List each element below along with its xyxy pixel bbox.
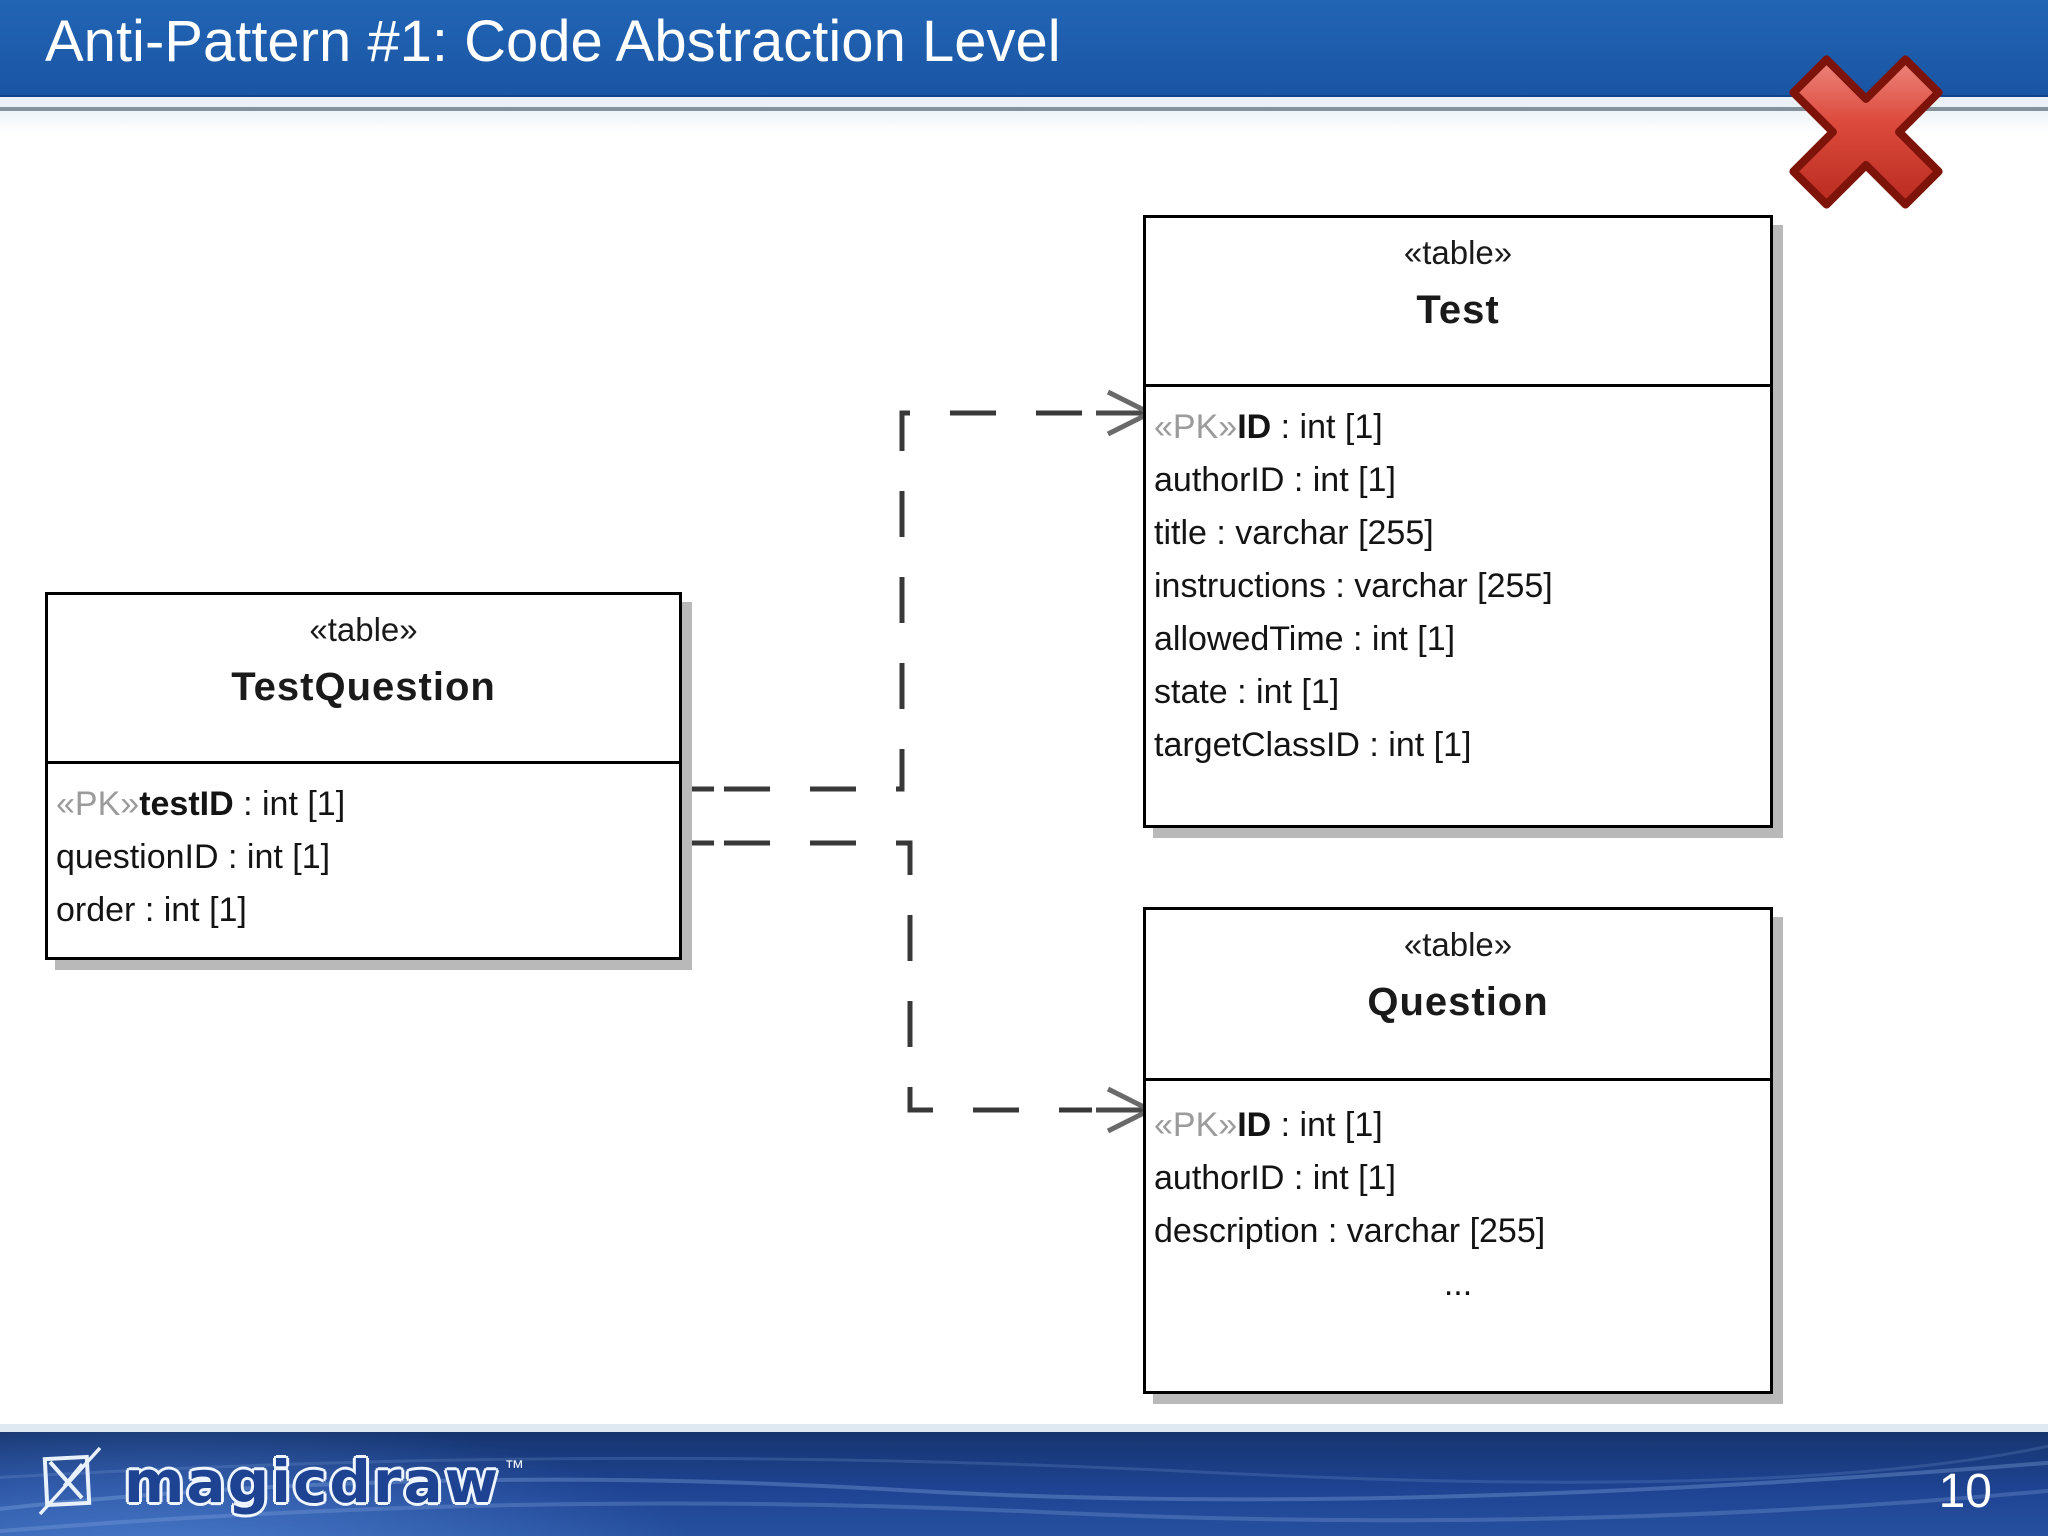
table-attributes: «PK»testID : int [1] questionID : int [1… xyxy=(48,764,679,937)
table-header: «table» Question xyxy=(1146,926,1770,1081)
attribute-row: order : int [1] xyxy=(56,891,247,929)
attribute-row: «PK»ID : int [1] xyxy=(1154,1106,1383,1144)
attribute-row-ellipsis: ... xyxy=(1443,1265,1473,1303)
table-stereotype: «table» xyxy=(309,611,418,648)
uml-table-test: «table» Test «PK»ID : int [1] authorID :… xyxy=(1143,215,1773,828)
trademark-symbol: ™ xyxy=(504,1456,525,1479)
uml-table-question: «table» Question «PK»ID : int [1] author… xyxy=(1143,907,1773,1394)
attribute-row: «PK»ID : int [1] xyxy=(1154,408,1383,446)
attribute-row: state : int [1] xyxy=(1154,673,1340,711)
slide-title-bar: Anti-Pattern #1: Code Abstraction Level xyxy=(0,0,2048,97)
attribute-row: «PK»testID : int [1] xyxy=(56,785,346,823)
title-separator-gray xyxy=(0,107,2048,111)
footer-swoosh-decoration xyxy=(0,1444,2048,1534)
red-x-icon xyxy=(1768,42,1964,222)
attribute-row: instructions : varchar [255] xyxy=(1154,567,1553,605)
attribute-row: title : varchar [255] xyxy=(1154,514,1434,552)
table-name: Question xyxy=(1367,980,1549,1024)
magicdraw-emblem-icon xyxy=(38,1446,102,1516)
attribute-row: description : varchar [255] xyxy=(1154,1212,1546,1250)
dependency-connector-questionid-to-question xyxy=(672,840,1152,1134)
magicdraw-logo: magicdraw ™ xyxy=(30,1442,524,1522)
table-header: «table» Test xyxy=(1146,234,1770,387)
dependency-connector-testid-to-test xyxy=(672,389,1152,792)
table-name: TestQuestion xyxy=(231,665,496,709)
uml-table-testquestion: «table» TestQuestion «PK»testID : int [1… xyxy=(45,592,682,960)
slide-title: Anti-Pattern #1: Code Abstraction Level xyxy=(45,9,1061,74)
title-separator-fade xyxy=(0,111,2048,133)
footer-bar: magicdraw ™ 10 xyxy=(0,1432,2048,1536)
attribute-row: targetClassID : int [1] xyxy=(1154,726,1472,764)
table-stereotype: «table» xyxy=(1403,926,1513,963)
table-attributes: «PK»ID : int [1] authorID : int [1] desc… xyxy=(1146,1081,1770,1311)
attribute-row: authorID : int [1] xyxy=(1154,461,1396,499)
magicdraw-logo-text: magicdraw xyxy=(124,1448,501,1516)
attribute-row: allowedTime : int [1] xyxy=(1154,620,1456,658)
table-name: Test xyxy=(1416,288,1500,332)
table-header: «table» TestQuestion xyxy=(48,611,679,764)
attribute-row: questionID : int [1] xyxy=(56,838,331,876)
table-attributes: «PK»ID : int [1] authorID : int [1] titl… xyxy=(1146,387,1770,772)
table-stereotype: «table» xyxy=(1403,234,1513,271)
title-separator-light xyxy=(0,97,2048,107)
footer-top-line xyxy=(0,1424,2048,1432)
page-number: 10 xyxy=(1938,1465,1992,1518)
attribute-row: authorID : int [1] xyxy=(1154,1159,1396,1197)
diagram-canvas: «table» TestQuestion «PK»testID : int [1… xyxy=(0,133,2048,1424)
